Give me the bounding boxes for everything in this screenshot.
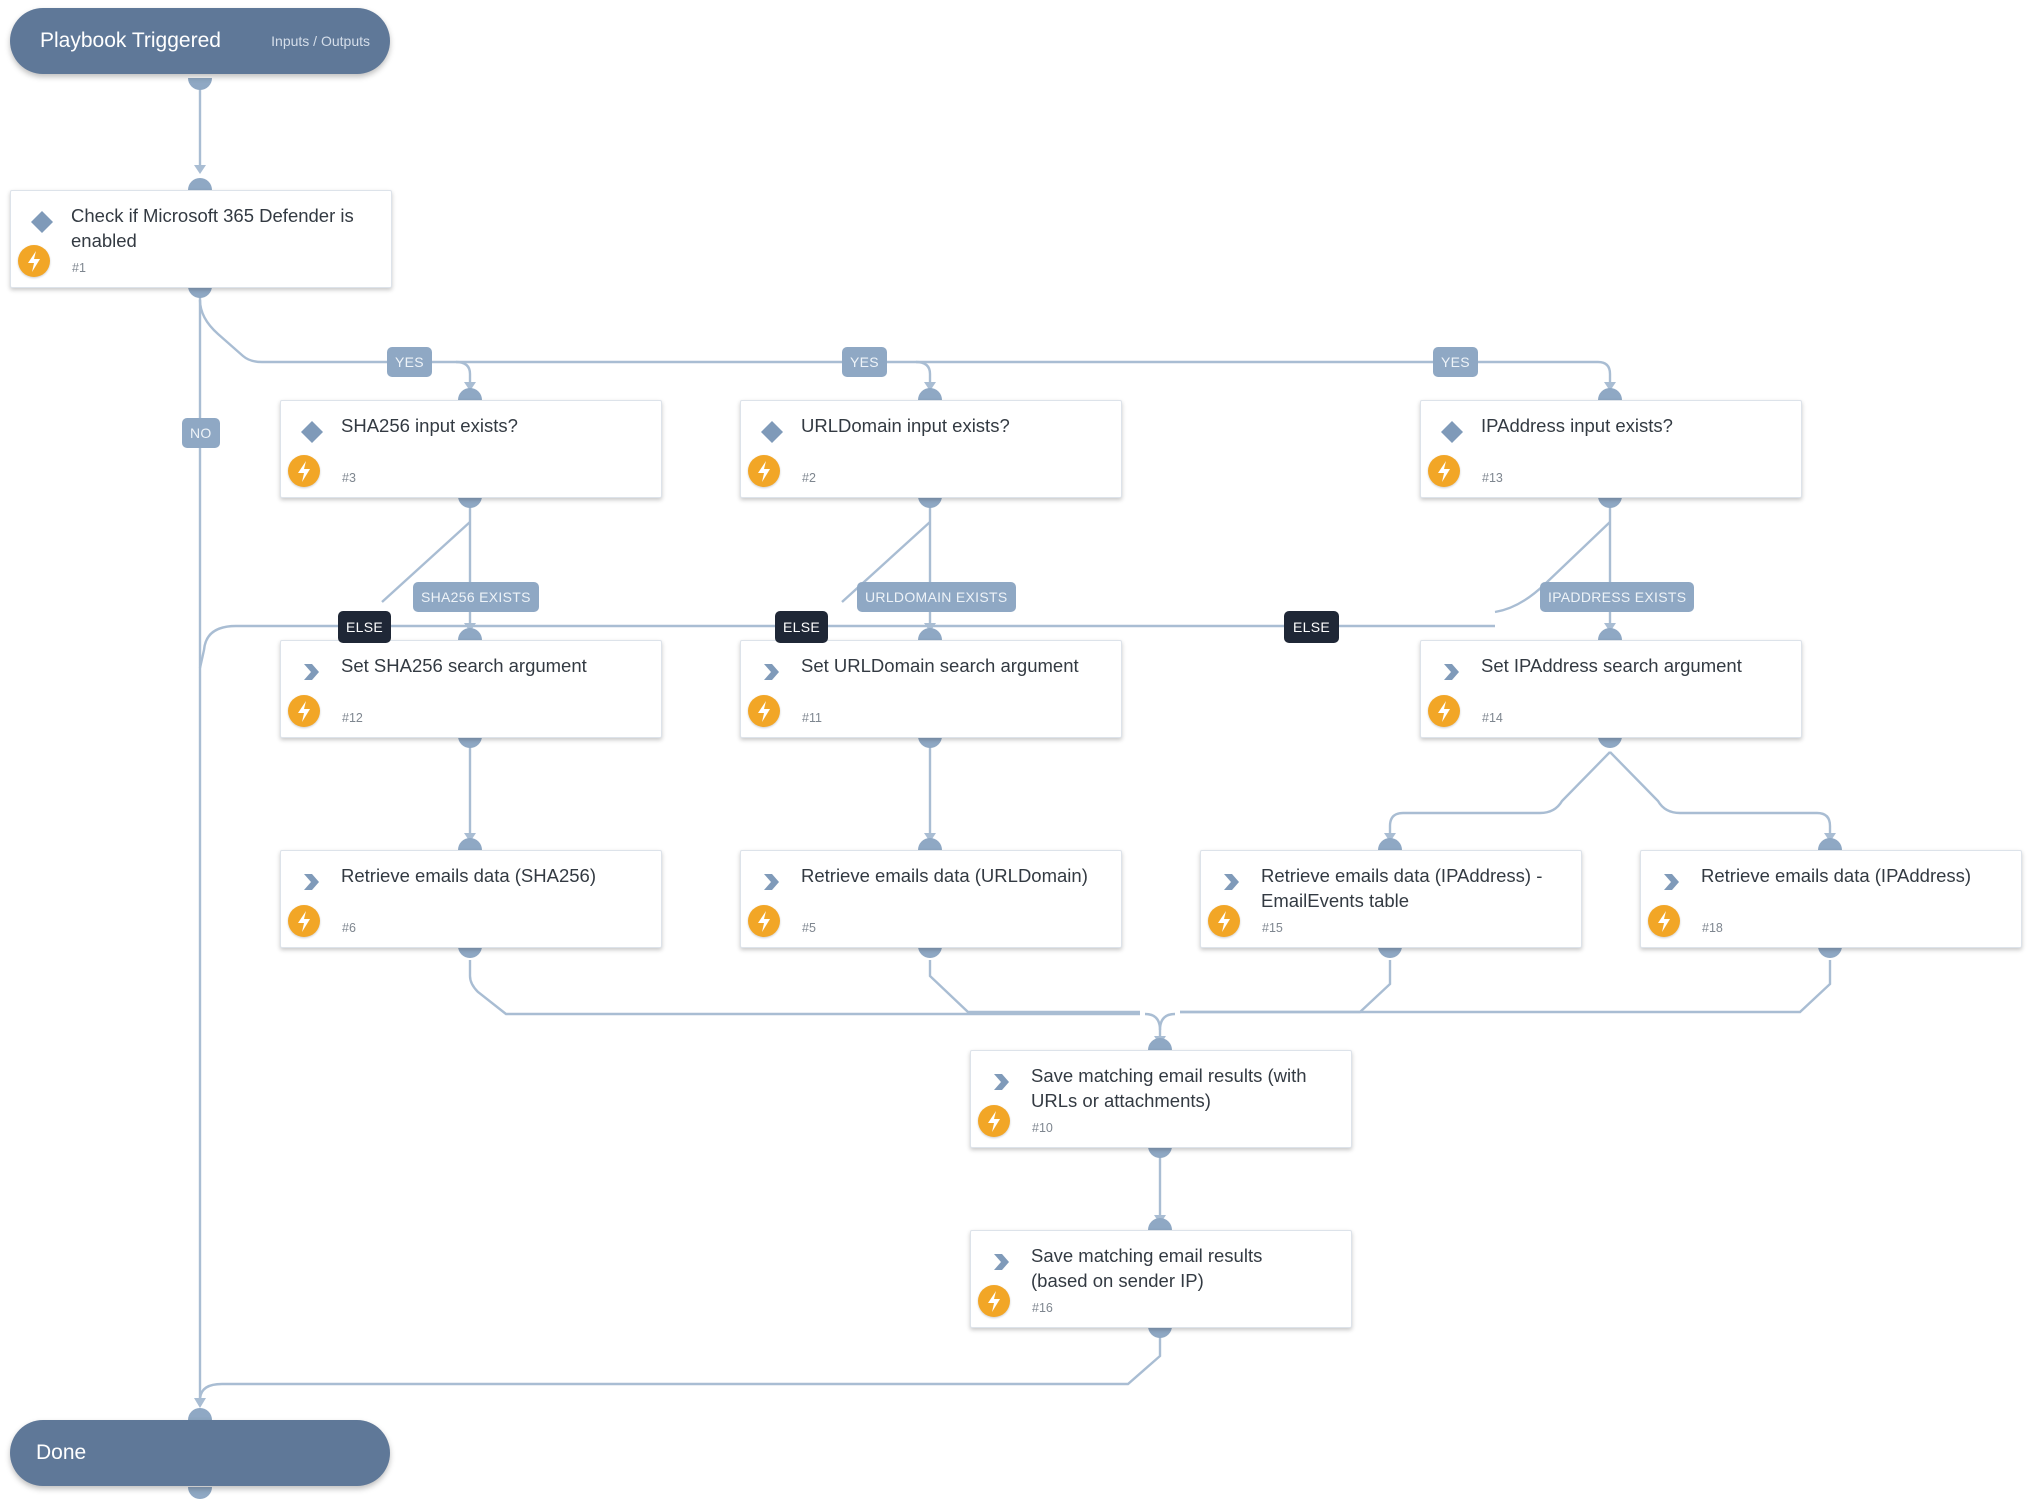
chevron-icon [304, 874, 319, 890]
edge-label-ipaddress-exists[interactable]: IPADDRESS EXISTS [1540, 582, 1695, 612]
task-retrieve-emails-urldomain[interactable]: Retrieve emails data (URLDomain) #5 [740, 850, 1122, 948]
task-number: #16 [1032, 1301, 1053, 1315]
task-number: #15 [1262, 921, 1283, 935]
task-label: SHA256 input exists? [341, 415, 518, 436]
task-urldomain-input-exists[interactable]: URLDomain input exists? #2 [740, 400, 1122, 498]
task-set-ipaddress-argument[interactable]: Set IPAddress search argument #14 [1420, 640, 1802, 738]
lightning-bolt-icon [748, 455, 780, 487]
task-number: #11 [802, 711, 822, 725]
task-set-urldomain-argument[interactable]: Set URLDomain search argument #11 [740, 640, 1122, 738]
task-number: #6 [342, 921, 356, 935]
task-set-sha256-argument[interactable]: Set SHA256 search argument #12 [280, 640, 662, 738]
lightning-bolt-icon [978, 1285, 1010, 1317]
task-ipaddress-input-exists[interactable]: IPAddress input exists? #13 [1420, 400, 1802, 498]
task-label: IPAddress input exists? [1481, 415, 1673, 436]
chevron-icon [1664, 874, 1679, 890]
task-number: #10 [1032, 1121, 1053, 1135]
task-retrieve-emails-sha256[interactable]: Retrieve emails data (SHA256) #6 [280, 850, 662, 948]
edge-label-else[interactable]: ELSE [1284, 611, 1339, 643]
task-number: #14 [1482, 711, 1503, 725]
task-number: #13 [1482, 471, 1503, 485]
edge-label-yes[interactable]: YES [387, 347, 432, 377]
chevron-icon [1224, 874, 1239, 890]
lightning-bolt-icon [748, 695, 780, 727]
edge-label-yes[interactable]: YES [1433, 347, 1478, 377]
edge-label-else[interactable]: ELSE [775, 611, 828, 643]
diamond-icon [1441, 421, 1463, 443]
chevron-icon [1444, 664, 1459, 680]
playbook-triggered-node[interactable]: Playbook Triggered Inputs / Outputs [10, 8, 390, 74]
task-check-defender-enabled[interactable]: Check if Microsoft 365 Defender is enabl… [10, 190, 392, 288]
chevron-icon [304, 664, 319, 680]
lightning-bolt-icon [288, 455, 320, 487]
task-number: #18 [1702, 921, 1723, 935]
task-label: Retrieve emails data (IPAddress) [1701, 865, 1972, 886]
chevron-icon [994, 1074, 1009, 1090]
task-label: Check if Microsoft 365 Defender is enabl… [71, 205, 354, 251]
lightning-bolt-icon [288, 905, 320, 937]
edge-label-no[interactable]: NO [182, 418, 220, 448]
edge-label-else[interactable]: ELSE [338, 611, 391, 643]
task-label: Set URLDomain search argument [801, 655, 1079, 676]
task-number: #1 [72, 261, 86, 275]
end-title: Done [36, 1441, 87, 1464]
task-label: Save matching email results (based on se… [1031, 1245, 1263, 1291]
chevron-icon [994, 1254, 1009, 1270]
task-retrieve-emails-ipaddress[interactable]: Retrieve emails data (IPAddress) #18 [1640, 850, 2022, 948]
task-label: URLDomain input exists? [801, 415, 1010, 436]
lightning-bolt-icon [748, 905, 780, 937]
start-title: Playbook Triggered [40, 29, 221, 52]
diamond-icon [761, 421, 783, 443]
task-label: Retrieve emails data (URLDomain) [801, 865, 1088, 886]
task-retrieve-emails-ipaddress-emailevents[interactable]: Retrieve emails data (IPAddress) - Email… [1200, 850, 1582, 948]
edge-label-sha256-exists[interactable]: SHA256 EXISTS [413, 582, 539, 612]
lightning-bolt-icon [18, 245, 50, 277]
task-sha256-input-exists[interactable]: SHA256 input exists? #3 [280, 400, 662, 498]
task-save-matching-email-results-urls[interactable]: Save matching email results (with URLs o… [970, 1050, 1352, 1148]
task-label: Retrieve emails data (IPAddress) - Email… [1261, 865, 1543, 911]
task-save-matching-email-results-sender-ip[interactable]: Save matching email results (based on se… [970, 1230, 1352, 1328]
task-label: Save matching email results (with URLs o… [1031, 1065, 1307, 1111]
task-label: Set IPAddress search argument [1481, 655, 1742, 676]
edge-label-yes[interactable]: YES [842, 347, 887, 377]
done-node[interactable]: Done [10, 1420, 390, 1486]
lightning-bolt-icon [288, 695, 320, 727]
lightning-bolt-icon [1208, 905, 1240, 937]
task-label: Retrieve emails data (SHA256) [341, 865, 596, 886]
lightning-bolt-icon [1428, 695, 1460, 727]
diamond-icon [301, 421, 323, 443]
task-number: #12 [342, 711, 363, 725]
task-number: #5 [802, 921, 816, 935]
chevron-icon [764, 664, 779, 680]
task-number: #2 [802, 471, 816, 485]
edge-label-urldomain-exists[interactable]: URLDOMAIN EXISTS [857, 582, 1016, 612]
lightning-bolt-icon [1648, 905, 1680, 937]
lightning-bolt-icon [1428, 455, 1460, 487]
task-label: Set SHA256 search argument [341, 655, 587, 676]
lightning-bolt-icon [978, 1105, 1010, 1137]
diamond-icon [31, 211, 53, 233]
chevron-icon [764, 874, 779, 890]
inputs-outputs-link[interactable]: Inputs / Outputs [271, 33, 370, 49]
task-number: #3 [342, 471, 356, 485]
